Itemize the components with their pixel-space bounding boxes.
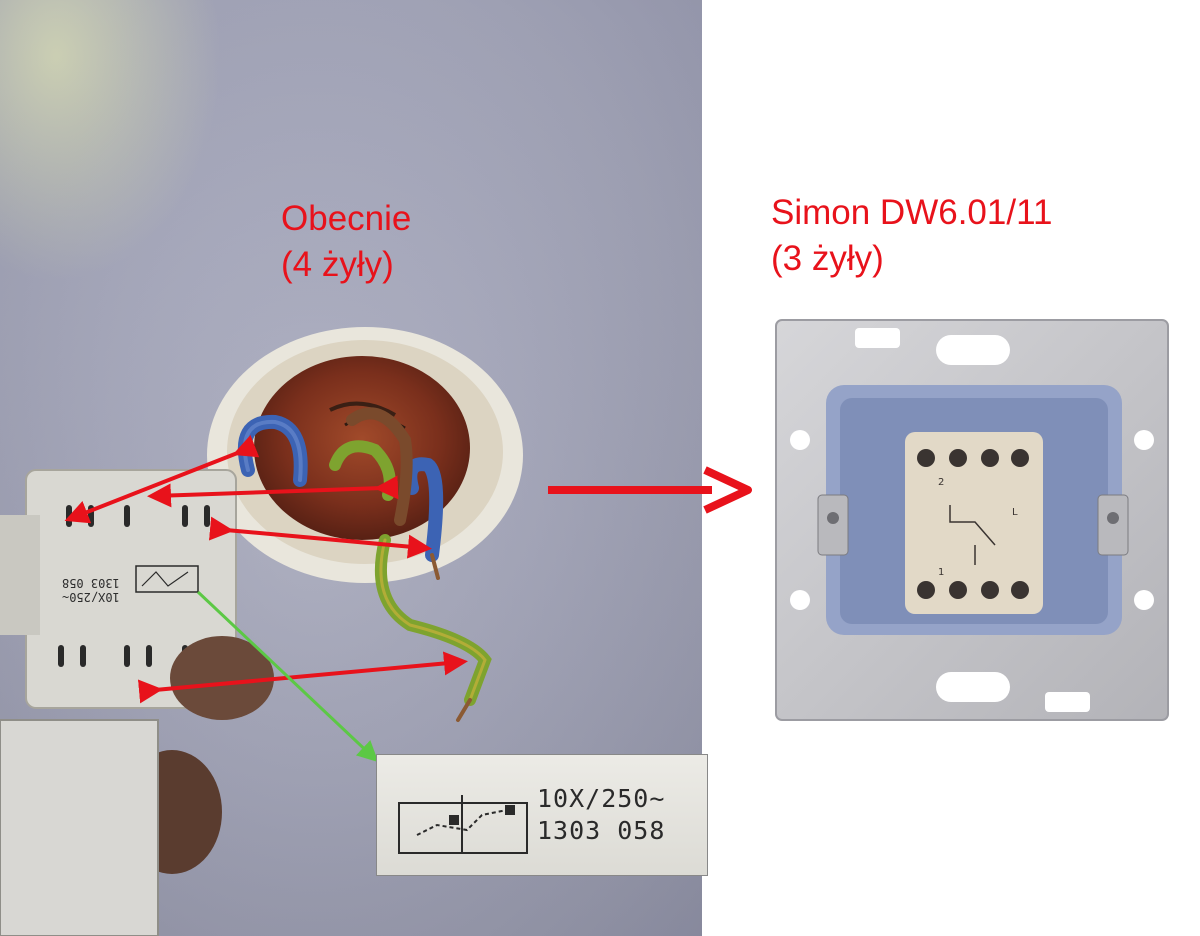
wiring-diagram-icon bbox=[135, 565, 199, 593]
current-switch-body bbox=[0, 469, 237, 709]
caption-current: Obecnie (4 żyły) bbox=[281, 196, 411, 288]
inset-label-text: 10X/250~ 1303 058 bbox=[537, 783, 665, 847]
red-arrow bbox=[208, 516, 432, 559]
caption-target: Simon DW6.01/11 (3 żyły) bbox=[771, 190, 1052, 282]
terminal-mark-l: L bbox=[1012, 507, 1018, 518]
switch-code: 1303 058 bbox=[62, 576, 120, 590]
switch-rating: 10X/250~ bbox=[62, 590, 120, 604]
caption-current-title: Obecnie bbox=[281, 199, 412, 238]
inset-rating: 10X/250~ bbox=[537, 784, 666, 813]
terminal-mark-1: 1 bbox=[938, 567, 944, 578]
inset-code: 1303 058 bbox=[537, 816, 666, 845]
terminal-mark-2: 2 bbox=[938, 477, 944, 488]
red-arrow bbox=[137, 651, 468, 704]
red-arrow bbox=[147, 475, 399, 508]
caption-target-wires: (3 żyły) bbox=[771, 239, 884, 278]
label-zoom-inset: 10X/250~ 1303 058 bbox=[376, 754, 708, 876]
green-arrow bbox=[196, 590, 379, 763]
simon-switch-product: 2 1 L bbox=[775, 319, 1169, 721]
switch-rating-label: 10X/250~ 1303 058 bbox=[62, 576, 120, 604]
red-arrow-to-product bbox=[548, 466, 752, 514]
caption-target-model: Simon DW6.01/11 bbox=[771, 193, 1053, 232]
wires bbox=[237, 407, 492, 722]
inset-wiring-diagram-icon bbox=[398, 795, 528, 854]
red-arrows bbox=[64, 434, 468, 704]
caption-current-wires: (4 żyły) bbox=[281, 245, 394, 284]
